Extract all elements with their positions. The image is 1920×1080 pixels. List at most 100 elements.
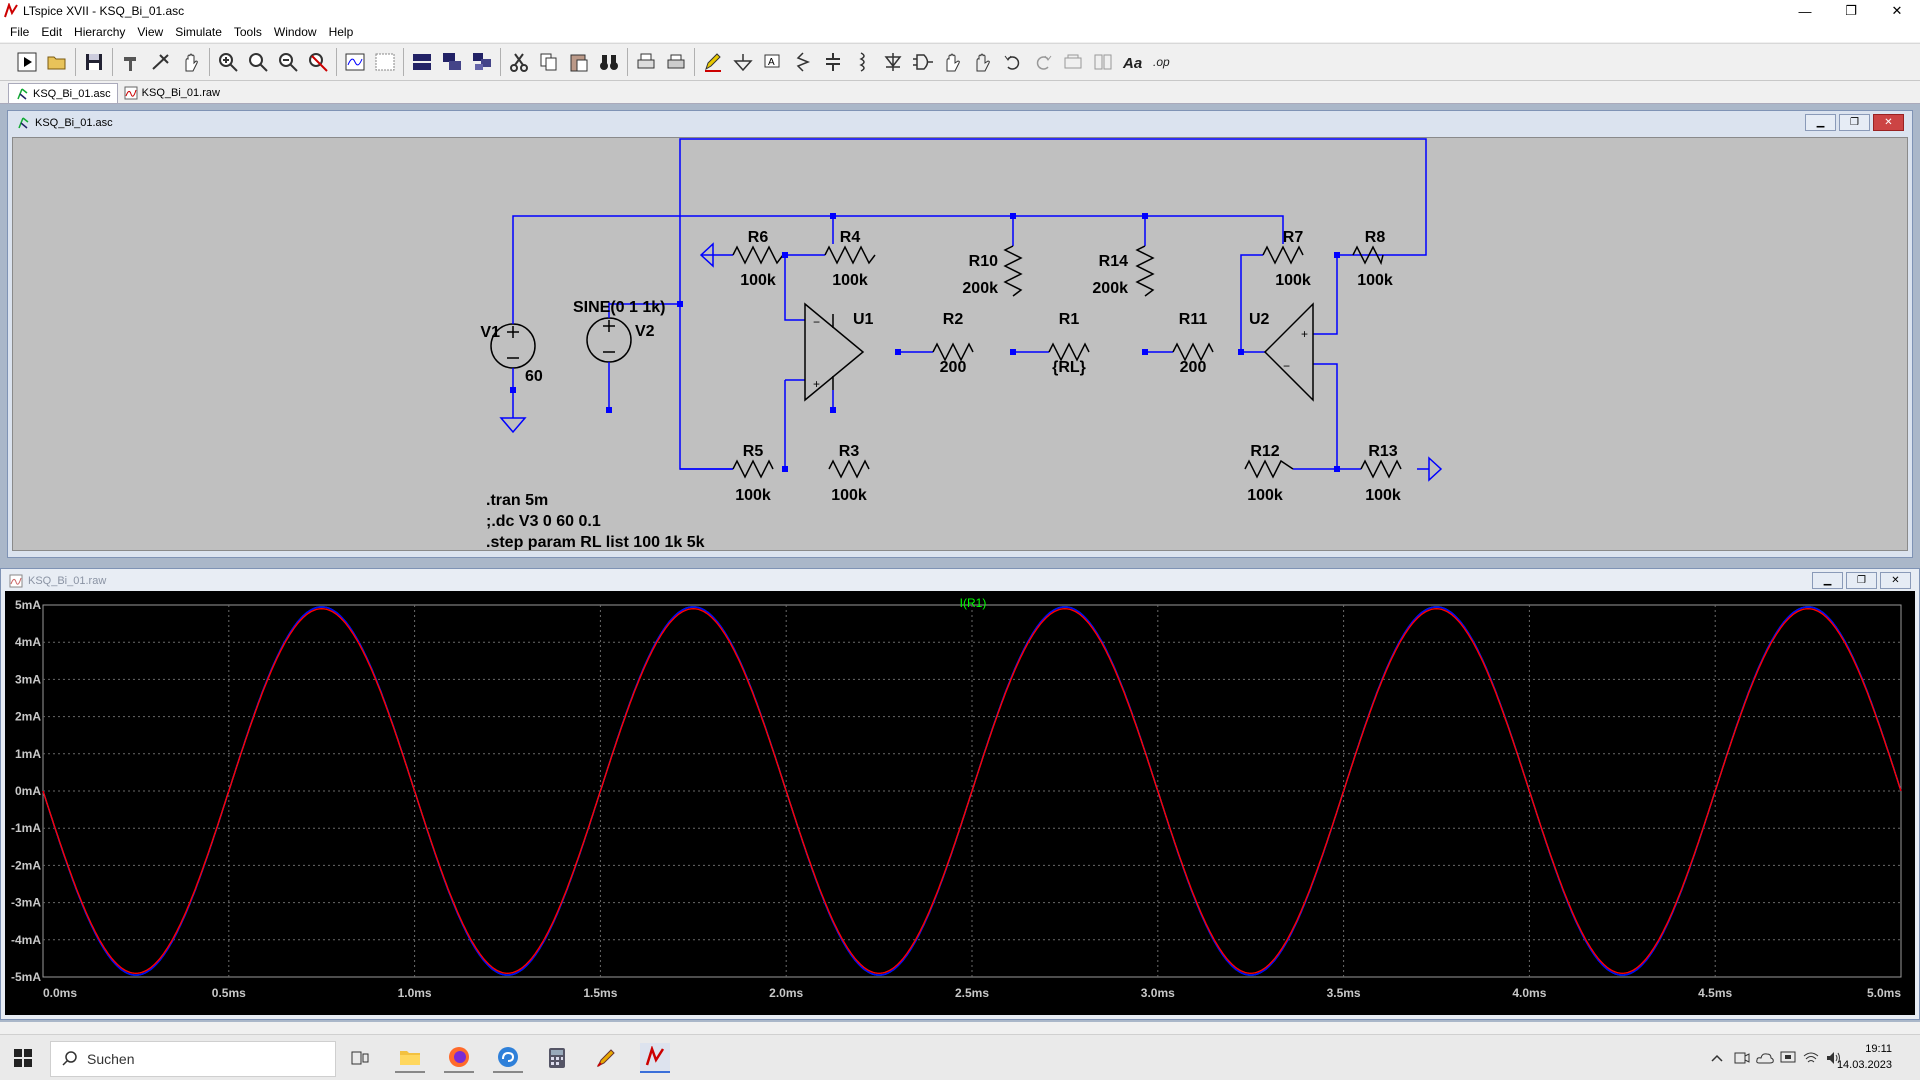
schematic-icon (18, 117, 29, 129)
calculator-icon[interactable] (542, 1043, 572, 1073)
tile-horizontal-icon[interactable] (407, 47, 437, 77)
cascade-icon[interactable] (437, 47, 467, 77)
drag-hand-icon[interactable] (968, 47, 998, 77)
taskbar-search-input[interactable]: Suchen (50, 1041, 336, 1077)
maximize-button[interactable]: ❐ (1845, 3, 1857, 18)
x-tick-label: 3.5ms (1327, 986, 1361, 1000)
u2-name-label: U2 (1249, 311, 1270, 328)
toolbar-separator (403, 48, 404, 76)
schematic-close-button[interactable]: ✕ (1873, 114, 1904, 131)
y-tick-label: -1mA (11, 821, 41, 835)
v2-name-label: V2 (635, 323, 655, 340)
undo-icon[interactable] (998, 47, 1028, 77)
schematic-window-header: KSQ_Bi_01.asc (8, 111, 1912, 135)
menu-tools[interactable]: Tools (233, 25, 262, 39)
resistor-icon[interactable] (788, 47, 818, 77)
legend-i-r1[interactable]: I(R1) (960, 596, 987, 610)
firefox-icon[interactable] (444, 1043, 474, 1073)
zoom-in-icon[interactable] (213, 47, 243, 77)
r8-value-label: 100k (1357, 272, 1393, 289)
rotate-icon[interactable] (1058, 47, 1088, 77)
save-icon[interactable] (79, 47, 109, 77)
start-windows-icon[interactable] (8, 1043, 38, 1073)
tray-chevron-up-icon[interactable] (1702, 1043, 1732, 1073)
app-cloud-icon[interactable] (493, 1043, 523, 1073)
print-icon[interactable] (631, 47, 661, 77)
file-explorer-icon[interactable] (395, 1043, 425, 1073)
v1-name-label: V1 (480, 324, 500, 341)
find-binoculars-icon[interactable] (594, 47, 624, 77)
tray-wifi-icon[interactable] (1796, 1043, 1826, 1073)
svg-text:−: − (813, 315, 820, 329)
ltspice-pen-icon[interactable] (591, 1043, 621, 1073)
menu-window[interactable]: Window (273, 25, 317, 39)
plot-settings-icon[interactable] (370, 47, 400, 77)
tray-onedrive-icon[interactable] (1750, 1043, 1780, 1073)
series-trace[interactable] (42, 607, 1902, 975)
redo-icon[interactable] (1028, 47, 1058, 77)
waveform-close-button[interactable]: ✕ (1880, 572, 1911, 589)
toolbar-separator (75, 48, 76, 76)
document-tabs: KSQ_Bi_01.asc KSQ_Bi_01.raw (0, 82, 1920, 104)
tray-speaker-icon[interactable] (1819, 1043, 1849, 1073)
r13-value-label: 100k (1365, 487, 1401, 504)
directive-dc: ;.dc V3 0 60 0.1 (486, 513, 601, 530)
cut-icon[interactable] (504, 47, 534, 77)
tab-schematic[interactable]: KSQ_Bi_01.asc (8, 83, 118, 103)
system-clock[interactable]: 19:11 14.03.2023 (1837, 1041, 1892, 1073)
text-icon[interactable]: Aa (1118, 47, 1148, 77)
menu-edit[interactable]: Edit (41, 25, 63, 39)
x-tick-label: 2.0ms (769, 986, 803, 1000)
schematic-minimize-button[interactable]: ▁ (1805, 114, 1836, 131)
label-net-icon[interactable]: A (758, 47, 788, 77)
tile-vertical-icon[interactable] (467, 47, 497, 77)
schematic-window-title: KSQ_Bi_01.asc (35, 117, 113, 129)
inductor-icon[interactable] (848, 47, 878, 77)
spice-directive-icon[interactable]: .op (1148, 47, 1178, 77)
diode-icon[interactable] (878, 47, 908, 77)
r14-value-label: 200k (1092, 280, 1128, 297)
open-folder-icon[interactable] (42, 47, 72, 77)
tab-waveform[interactable]: KSQ_Bi_01.raw (118, 83, 226, 103)
schematic-window: KSQ_Bi_01.asc ▁ ❐ ✕ (7, 110, 1913, 558)
menu-hierarchy[interactable]: Hierarchy (74, 25, 126, 39)
minimize-button[interactable]: — (1798, 3, 1812, 19)
window-title: LTspice XVII - KSQ_Bi_01.asc (23, 4, 185, 18)
ltspice-taskbar-icon[interactable] (640, 1043, 670, 1073)
menu-help[interactable]: Help (328, 25, 354, 39)
ground-icon[interactable] (728, 47, 758, 77)
toolbar-separator (500, 48, 501, 76)
task-view-icon[interactable] (345, 1043, 375, 1073)
zoom-fit-icon[interactable] (303, 47, 333, 77)
paste-icon[interactable] (564, 47, 594, 77)
print-setup-icon[interactable] (661, 47, 691, 77)
copy-icon[interactable] (534, 47, 564, 77)
schematic-drawing[interactable]: − + + − (13, 138, 1908, 551)
waveform-maximize-button[interactable]: ❐ (1846, 572, 1877, 589)
component-icon[interactable] (908, 47, 938, 77)
close-button[interactable]: ✕ (1891, 3, 1903, 18)
schematic-maximize-button[interactable]: ❐ (1839, 114, 1870, 131)
autorange-icon[interactable] (340, 47, 370, 77)
toolbar-separator (112, 48, 113, 76)
schematic-canvas[interactable]: − + + − (12, 137, 1908, 551)
move-hand-icon[interactable] (938, 47, 968, 77)
halt-icon[interactable] (146, 47, 176, 77)
pan-hand-icon[interactable] (176, 47, 206, 77)
r2-name-label: R2 (943, 311, 964, 328)
mirror-icon[interactable] (1088, 47, 1118, 77)
control-panel-hammer-icon[interactable] (116, 47, 146, 77)
run-icon[interactable] (12, 47, 42, 77)
menu-file[interactable]: File (10, 25, 30, 39)
tray-meet-icon[interactable] (1727, 1043, 1757, 1073)
draw-wire-pencil-icon[interactable] (698, 47, 728, 77)
waveform-minimize-button[interactable]: ▁ (1812, 572, 1843, 589)
capacitor-icon[interactable] (818, 47, 848, 77)
menu-view[interactable]: View (137, 25, 164, 39)
zoom-out-icon[interactable] (273, 47, 303, 77)
zoom-pan-icon[interactable] (243, 47, 273, 77)
tray-device-icon[interactable] (1773, 1043, 1803, 1073)
menu-simulate[interactable]: Simulate (175, 25, 222, 39)
